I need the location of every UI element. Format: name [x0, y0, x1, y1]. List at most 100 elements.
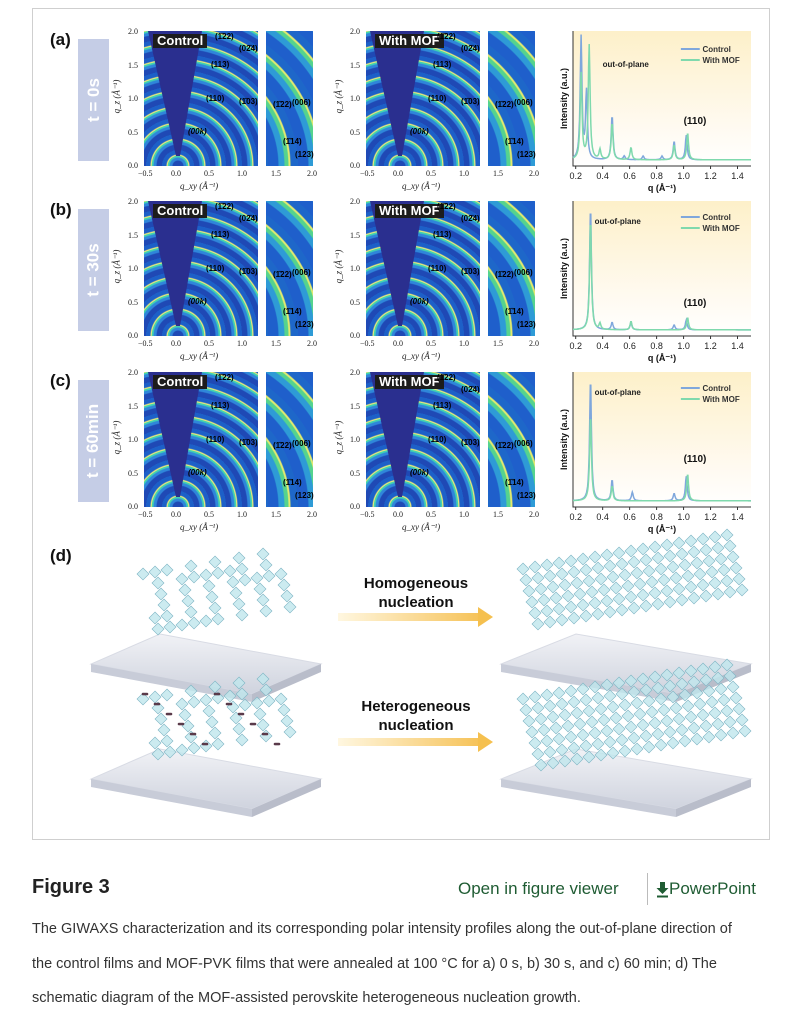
perovskite-octahedron [187, 741, 201, 755]
perovskite-octahedron [256, 718, 270, 732]
perovskite-octahedron [726, 550, 740, 564]
perovskite-octahedron [591, 607, 605, 621]
perovskite-octahedron [606, 570, 620, 584]
perovskite-octahedron [702, 554, 716, 568]
perovskite-octahedron [250, 696, 264, 710]
intensity-profile-chart [573, 31, 751, 166]
substrate-edge [91, 779, 252, 817]
perovskite-octahedron [537, 723, 551, 737]
perovskite-octahedron [675, 677, 689, 691]
perovskite-octahedron [624, 720, 638, 734]
perovskite-octahedron [543, 615, 557, 629]
perovskite-octahedron [534, 582, 548, 596]
mof-particle [251, 722, 255, 726]
giwaxs-pattern-main: With MOF [366, 372, 480, 507]
perovskite-octahedron [603, 605, 617, 619]
x-tick-label: 1.0 [237, 510, 247, 519]
perovskite-octahedron [585, 715, 599, 729]
perovskite-octahedron [606, 746, 620, 760]
reflection-label: (1̄22) [495, 441, 514, 450]
perovskite-octahedron [723, 715, 737, 729]
perovskite-octahedron [199, 693, 213, 707]
perovskite-octahedron [711, 671, 725, 685]
perovskite-octahedron [672, 712, 686, 726]
perovskite-octahedron [223, 564, 237, 578]
open-in-figure-viewer-link[interactable]: Open in figure viewer [458, 879, 619, 898]
perovskite-octahedron [552, 732, 566, 746]
perovskite-octahedron [720, 704, 734, 718]
mof-particle [157, 702, 161, 706]
perovskite-octahedron [534, 712, 548, 726]
perovskite-octahedron [163, 620, 177, 634]
perovskite-octahedron [687, 545, 701, 559]
x-tick-label: −0.5 [360, 510, 375, 519]
perovskite-octahedron [199, 614, 213, 628]
perovskite-octahedron [543, 745, 557, 759]
perovskite-octahedron [723, 539, 737, 553]
perovskite-octahedron [639, 683, 653, 697]
reflection-label: (1̄03) [461, 438, 480, 447]
reflection-label: (1̄03) [461, 97, 480, 106]
reflection-label: (1̄14) [283, 307, 302, 316]
perovskite-octahedron [612, 592, 626, 606]
perovskite-octahedron [651, 597, 665, 611]
substrate-edge [501, 779, 676, 817]
perovskite-octahedron [648, 586, 662, 600]
perovskite-octahedron [528, 606, 542, 620]
perovskite-octahedron [696, 662, 710, 676]
y-tick-label: 0.0 [128, 161, 138, 170]
perovskite-octahedron [549, 591, 563, 605]
perovskite-octahedron [259, 558, 273, 572]
perovskite-octahedron [579, 739, 593, 753]
caption-line: The GIWAXS characterization and its corr… [32, 921, 732, 937]
y-tick-label: 0.0 [350, 331, 360, 340]
perovskite-octahedron [699, 543, 713, 557]
giwaxs-pattern-narrow [266, 372, 313, 507]
mof-particle [264, 732, 268, 736]
perovskite-octahedron [612, 722, 626, 736]
perovskite-octahedron [603, 689, 617, 703]
x-tick-label: 1.2 [704, 512, 717, 522]
reflection-label: (006) [292, 268, 311, 277]
x-axis-label: q_xy (Å⁻¹) [402, 351, 441, 361]
perovskite-octahedron [205, 715, 219, 729]
reflection-label: (006) [292, 439, 311, 448]
perovskite-octahedron [627, 731, 641, 745]
sample-tag: With MOF [375, 34, 444, 48]
x-tick-label: 1.0 [677, 341, 690, 351]
perovskite-octahedron [717, 693, 731, 707]
y-axis-label: Intensity (a.u.) [559, 409, 569, 470]
perovskite-octahedron [576, 728, 590, 742]
perovskite-octahedron [735, 583, 749, 597]
perovskite-octahedron [253, 582, 267, 596]
perovskite-octahedron [720, 658, 734, 672]
perovskite-octahedron [148, 736, 162, 750]
giwaxs-pattern-narrow [266, 201, 313, 336]
perovskite-octahedron [151, 576, 165, 590]
perovskite-octahedron [232, 597, 246, 611]
panel-label-b: (b) [50, 200, 72, 219]
mof-particle [144, 692, 148, 696]
arrow-shaft [338, 613, 478, 621]
legend-label: Control [702, 45, 730, 54]
y-tick-label: 0.5 [350, 127, 360, 137]
perovskite-octahedron [199, 739, 213, 753]
x-tick-label: 0.5 [426, 339, 436, 348]
reflection-label: (00k) [188, 468, 207, 477]
reflection-label: (113) [211, 230, 230, 239]
x-tick-label: 1.5 [493, 169, 503, 178]
perovskite-octahedron [648, 670, 662, 684]
perovskite-octahedron [600, 678, 614, 692]
perovskite-octahedron [555, 697, 569, 711]
heterogeneous-line2: nucleation [378, 717, 454, 734]
x-tick-label: 0.5 [426, 169, 436, 178]
perovskite-octahedron [618, 744, 632, 758]
perovskite-octahedron [528, 690, 542, 704]
x-tick-label: 1.4 [731, 512, 744, 522]
annotation-out-of-plane: out-of-plane [603, 60, 650, 69]
y-tick-label: 0.0 [128, 331, 138, 340]
powerpoint-download-link[interactable]: PowerPoint [656, 879, 756, 899]
perovskite-octahedron [277, 578, 291, 592]
